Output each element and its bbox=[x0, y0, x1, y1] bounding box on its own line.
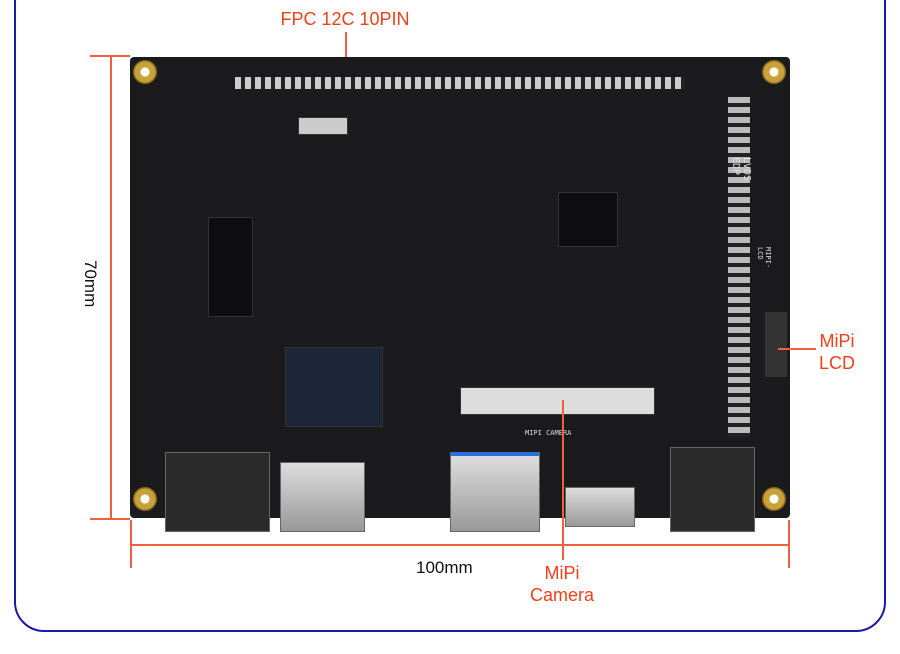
width-dim-line bbox=[130, 544, 790, 546]
mipi-camera-label-line1: MiPi bbox=[544, 563, 580, 583]
height-dim-line bbox=[110, 55, 112, 520]
mipi-camera-label: MiPi Camera bbox=[510, 562, 614, 606]
mipi-lcd-label-line2: LCD bbox=[818, 353, 855, 373]
mount-hole bbox=[762, 60, 786, 84]
mipi-lcd-label: MiPi LCD bbox=[812, 330, 862, 374]
mipi-lcd-connector bbox=[765, 312, 787, 377]
usb-port bbox=[280, 462, 365, 532]
micro-usb-port bbox=[565, 487, 635, 527]
top-header bbox=[235, 77, 685, 89]
ethernet-port bbox=[165, 452, 270, 532]
emmc-chip bbox=[285, 347, 383, 427]
width-dim-label: 100mm bbox=[416, 558, 473, 577]
lcd-pointer-line bbox=[778, 348, 816, 350]
width-dim-right-tick bbox=[788, 520, 790, 568]
mipi-camera-silk: MIPI CAMERA bbox=[525, 429, 572, 437]
height-dim-label: 70mm bbox=[81, 260, 100, 308]
fpc-connector bbox=[298, 117, 348, 135]
mipi-camera-connector bbox=[460, 387, 655, 415]
relay-block bbox=[208, 217, 253, 317]
mount-hole bbox=[133, 60, 157, 84]
usb3-port bbox=[450, 452, 540, 532]
mount-hole bbox=[762, 487, 786, 511]
pcb-board: LVDS EDP MIPI-LCD MIPI CAMERA bbox=[130, 57, 790, 532]
content-frame bbox=[14, 0, 886, 632]
lvds-edp-silk: LVDS EDP bbox=[730, 157, 752, 182]
soc-chip bbox=[558, 192, 618, 247]
mipi-lcd-silk: MIPI-LCD bbox=[756, 247, 772, 269]
camera-pointer-line bbox=[562, 400, 564, 560]
lvds-edp-header bbox=[728, 97, 750, 437]
mount-hole bbox=[133, 487, 157, 511]
width-dim-left-tick bbox=[130, 520, 132, 568]
mipi-camera-label-line2: Camera bbox=[529, 585, 595, 605]
power-jack bbox=[670, 447, 755, 532]
fpc-label: FPC 12C 10PIN bbox=[280, 9, 410, 29]
mipi-lcd-label-line1: MiPi bbox=[819, 331, 855, 351]
